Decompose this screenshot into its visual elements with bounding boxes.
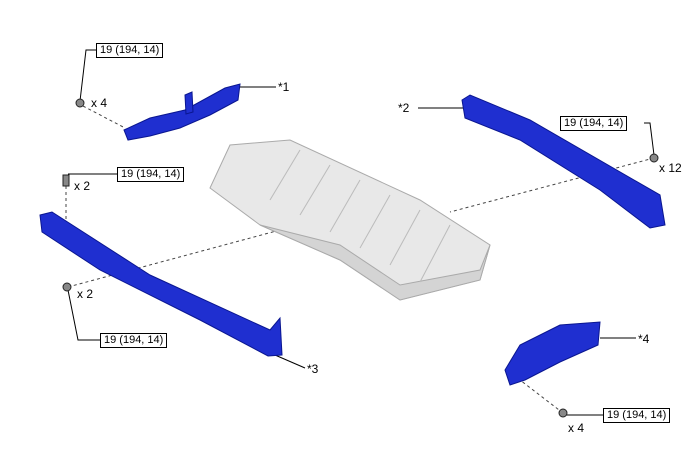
torque-spec: 19 (194, 14) <box>603 408 671 423</box>
callout-1: *1 <box>278 80 290 94</box>
bolt-icon <box>62 174 70 187</box>
nut-icon <box>649 153 659 163</box>
leader-t4 <box>67 289 100 341</box>
leader-t1 <box>79 49 96 102</box>
battery-pack <box>209 139 491 301</box>
nut-icon <box>75 98 85 108</box>
callout-3: *3 <box>307 362 319 376</box>
part-1-bracket <box>123 83 241 141</box>
torque-spec: 19 (194, 14) <box>100 333 168 348</box>
leader-t3 <box>644 122 655 156</box>
torque-spec: 19 (194, 14) <box>117 167 185 182</box>
part-3-crossmember <box>39 211 283 357</box>
torque-spec: 19 (194, 14) <box>96 43 164 58</box>
callout-4: *4 <box>638 332 650 346</box>
nut-icon <box>558 408 568 418</box>
leader-3 <box>274 354 306 369</box>
quantity-label: x 2 <box>74 179 91 193</box>
nut-icon <box>62 282 72 292</box>
torque-spec: 19 (194, 14) <box>560 116 628 131</box>
install-line-3 <box>449 157 655 213</box>
install-line-5 <box>519 379 564 414</box>
quantity-label: x 4 <box>568 421 585 435</box>
part-2-crossmember <box>461 94 666 229</box>
quantity-label: x 12 <box>659 161 682 175</box>
part-1-tab <box>184 91 194 115</box>
part-4-bracket <box>504 321 601 386</box>
callout-2: *2 <box>398 101 410 115</box>
install-line-1 <box>82 105 126 129</box>
install-line-4 <box>67 229 281 288</box>
quantity-label: x 2 <box>77 287 94 301</box>
quantity-label: x 4 <box>91 96 108 110</box>
